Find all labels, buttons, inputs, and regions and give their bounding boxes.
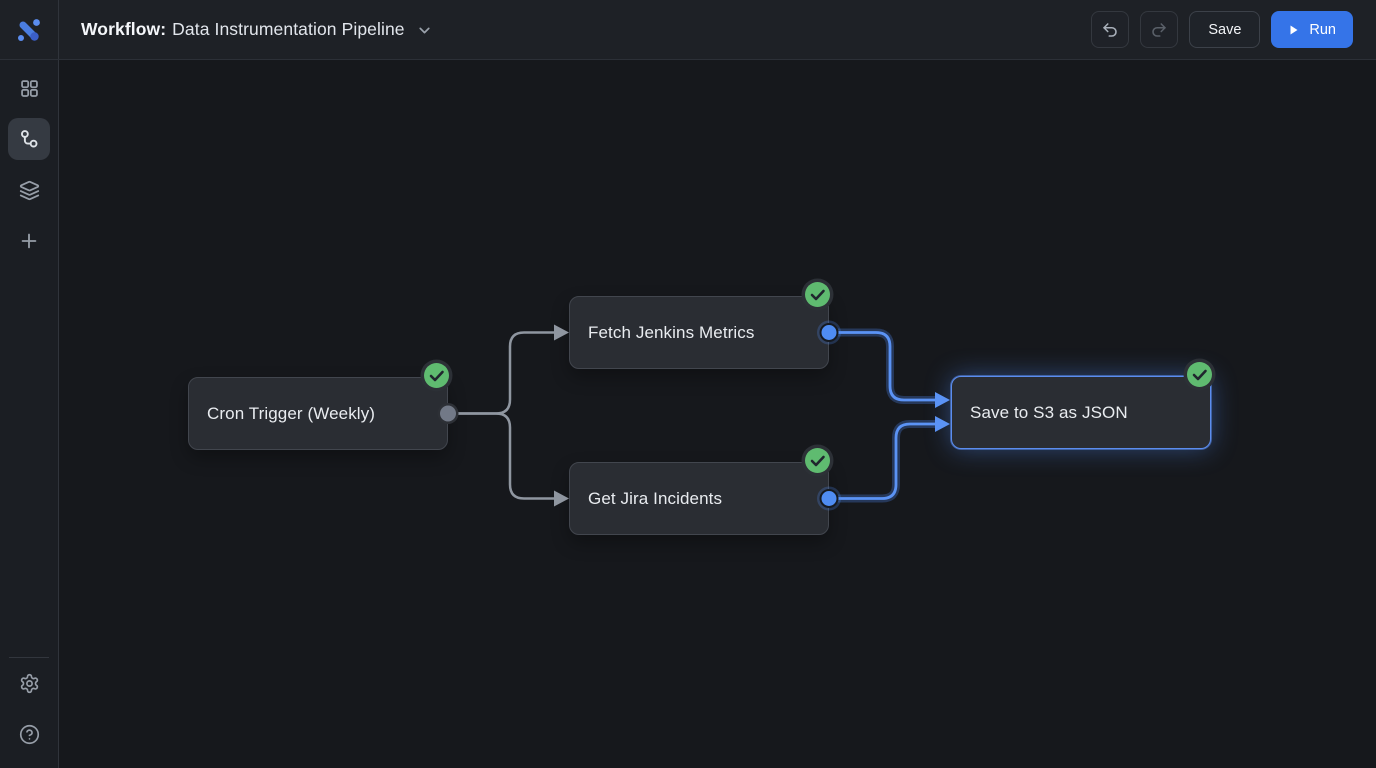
redo-button[interactable]: [1140, 11, 1179, 48]
node-label: Get Jira Incidents: [588, 488, 723, 508]
success-badge-icon: [1183, 358, 1216, 391]
sidebar: [0, 60, 59, 768]
header-toolbar: Save Run: [1091, 11, 1376, 48]
brand-logo[interactable]: [0, 0, 59, 59]
chevron-down-icon: [416, 22, 433, 39]
arrowhead-jenkins-s3: [935, 392, 950, 408]
settings-gear-icon: [20, 673, 38, 693]
node-save-to-s3[interactable]: Save to S3 as JSON: [951, 358, 1216, 449]
undo-button[interactable]: [1091, 11, 1130, 48]
edge-cron-to-jira[interactable]: [446, 412, 557, 500]
run-button-label: Run: [1309, 21, 1336, 38]
node-label: Fetch Jenkins Metrics: [588, 322, 755, 342]
edge-jenkins-to-s3[interactable]: [825, 328, 940, 404]
arrowhead-cron-jenkins: [554, 324, 569, 341]
success-badge-icon: [801, 444, 834, 477]
sidebar-divider: [9, 657, 49, 658]
node-label: Save to S3 as JSON: [970, 402, 1128, 422]
arrowhead-cron-jira: [554, 490, 569, 507]
undo-icon: [1103, 22, 1118, 37]
sidebar-item-add[interactable]: [8, 220, 50, 262]
brand-logo-icon: [18, 18, 40, 41]
workflow-canvas[interactable]: Cron Trigger (Weekly) Fetch Jenkins Metr…: [59, 60, 1376, 768]
sidebar-item-settings[interactable]: [8, 662, 50, 704]
sidebar-item-layers[interactable]: [8, 169, 50, 211]
layout-grid-icon: [20, 79, 38, 97]
run-button[interactable]: Run: [1271, 11, 1353, 48]
workflow-icon: [20, 130, 38, 148]
edge-cron-to-jenkins[interactable]: [446, 331, 557, 415]
workflow-title-prefix: Workflow:: [81, 19, 167, 39]
help-circle-icon: [19, 724, 39, 744]
sidebar-item-help[interactable]: [8, 713, 50, 755]
sidebar-item-workflows[interactable]: [8, 118, 50, 160]
success-badge-icon: [801, 278, 834, 311]
node-cron-trigger[interactable]: Cron Trigger (Weekly): [188, 359, 453, 450]
plus-icon: [21, 233, 37, 249]
arrowhead-jira-s3: [935, 416, 950, 432]
save-button[interactable]: Save: [1189, 11, 1261, 48]
top-bar: Workflow:Data Instrumentation Pipeline: [0, 0, 1376, 60]
node-get-jira-incidents[interactable]: Get Jira Incidents: [569, 444, 834, 535]
layers-icon: [19, 180, 39, 200]
success-badge-icon: [420, 359, 453, 392]
node-label: Cron Trigger (Weekly): [207, 403, 376, 423]
redo-icon: [1152, 22, 1167, 37]
play-icon: [1288, 24, 1300, 36]
sidebar-footer: [0, 657, 58, 768]
edge-jira-to-s3[interactable]: [825, 420, 940, 503]
workflow-title[interactable]: Workflow:Data Instrumentation Pipeline: [59, 19, 433, 40]
workflow-title-text: Data Instrumentation Pipeline: [172, 19, 405, 39]
sidebar-item-dashboard[interactable]: [8, 67, 50, 109]
node-fetch-jenkins-metrics[interactable]: Fetch Jenkins Metrics: [569, 278, 834, 369]
